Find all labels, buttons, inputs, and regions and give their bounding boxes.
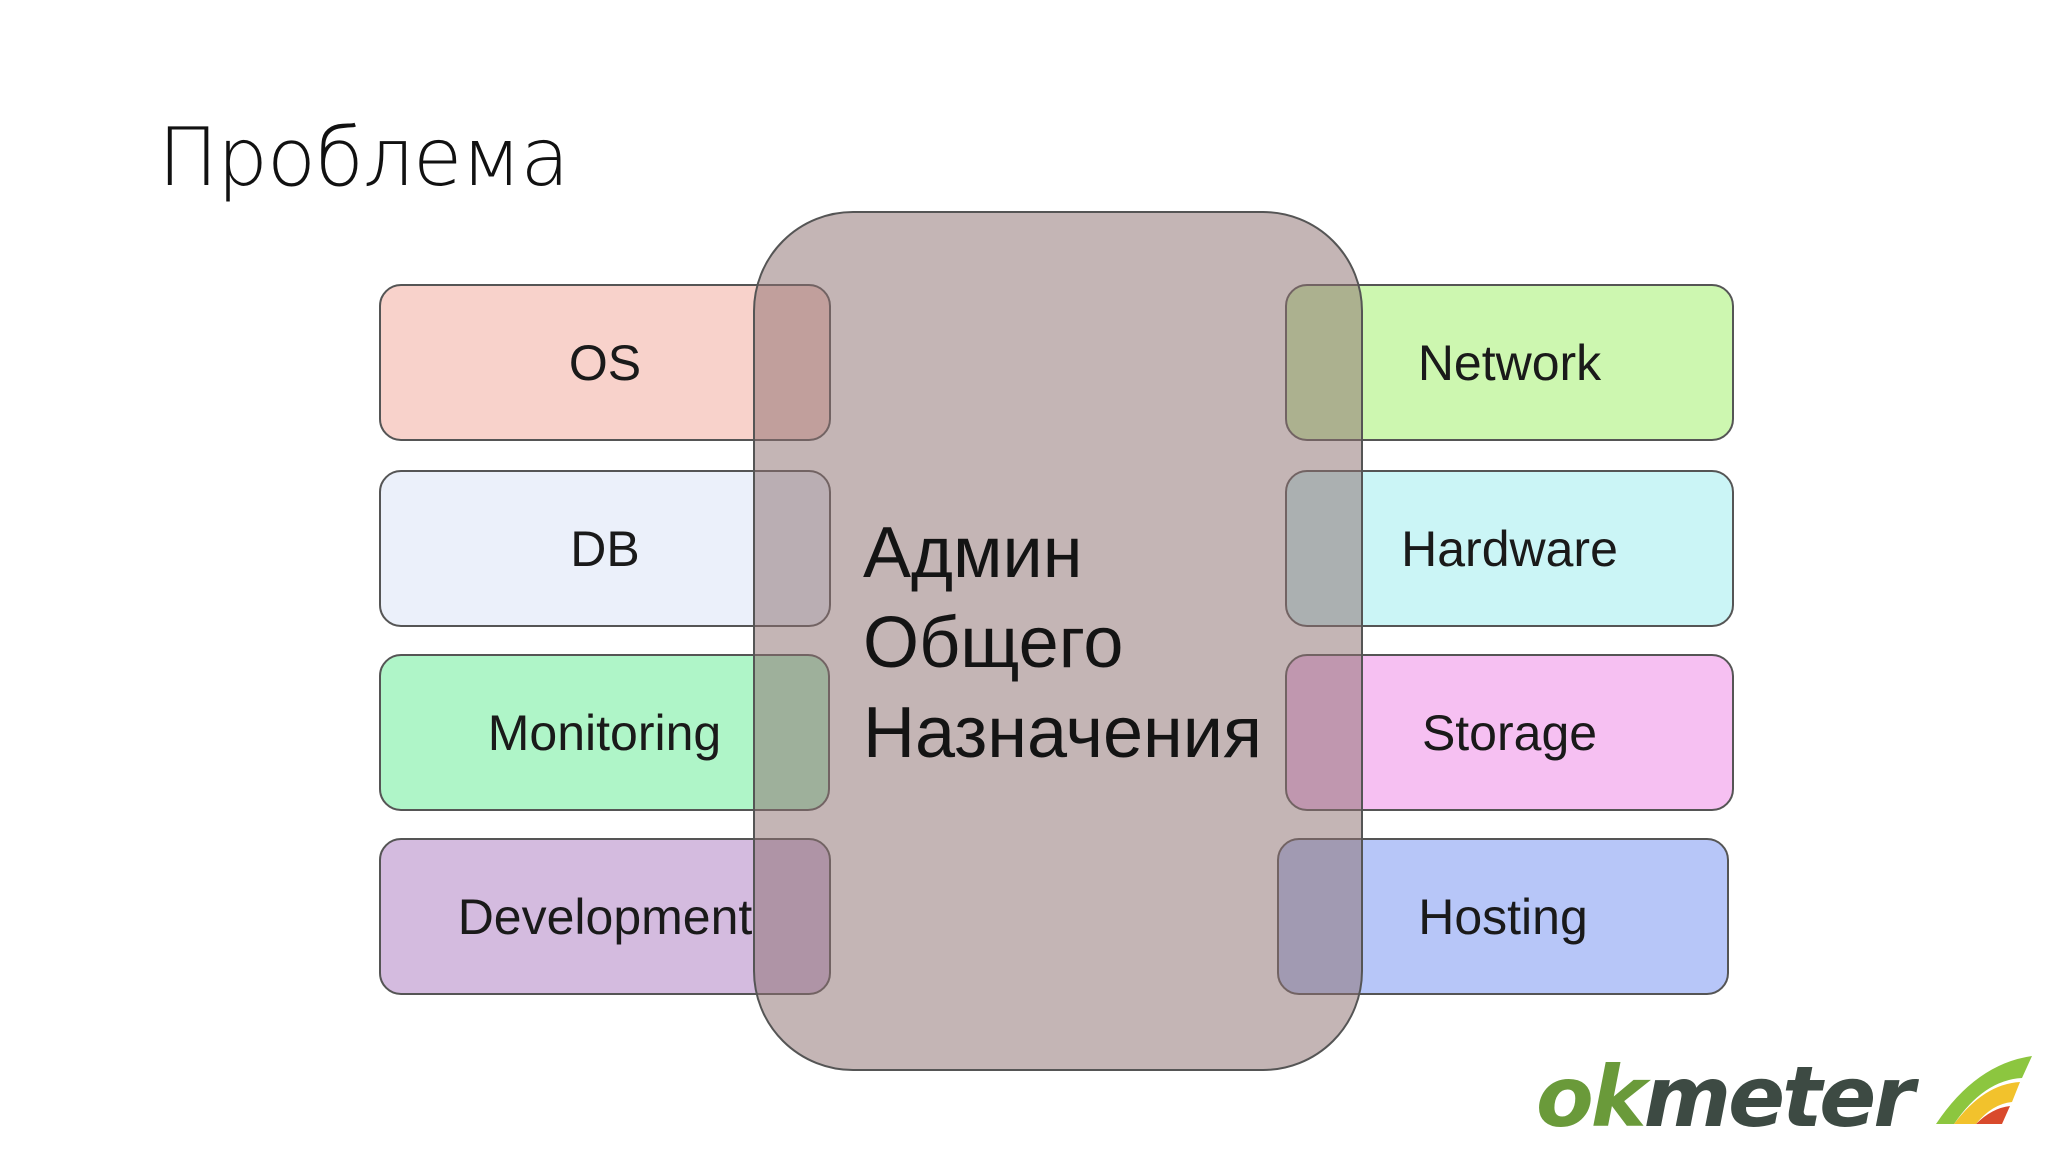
- box-storage-label: Storage: [1421, 704, 1598, 761]
- okmeter-logo-ok: ok: [1536, 1050, 1652, 1140]
- central-line-1: Админ: [863, 513, 1083, 593]
- box-hosting-label: Hosting: [1418, 888, 1588, 945]
- box-hardware-label: Hardware: [1401, 520, 1618, 577]
- central-line-3: Назначения: [863, 693, 1262, 773]
- box-os-label: OS: [568, 334, 642, 391]
- central-admin-block: [753, 211, 1363, 1071]
- okmeter-logo-meter: meter: [1644, 1050, 1920, 1140]
- box-monitoring-label: Monitoring: [487, 704, 722, 761]
- okmeter-logo: okmeter: [1536, 1050, 2032, 1140]
- okmeter-logo-wordmark: okmeter: [1536, 1050, 1919, 1140]
- box-db-label: DB: [570, 520, 640, 577]
- central-line-2: Общего: [863, 603, 1124, 683]
- slide-title: Проблема: [158, 111, 570, 204]
- box-development-label: Development: [457, 888, 753, 945]
- central-admin-text: Админ Общего Назначения: [863, 508, 1262, 778]
- box-network-label: Network: [1417, 334, 1602, 391]
- okmeter-swoosh-icon: [1936, 1056, 2032, 1124]
